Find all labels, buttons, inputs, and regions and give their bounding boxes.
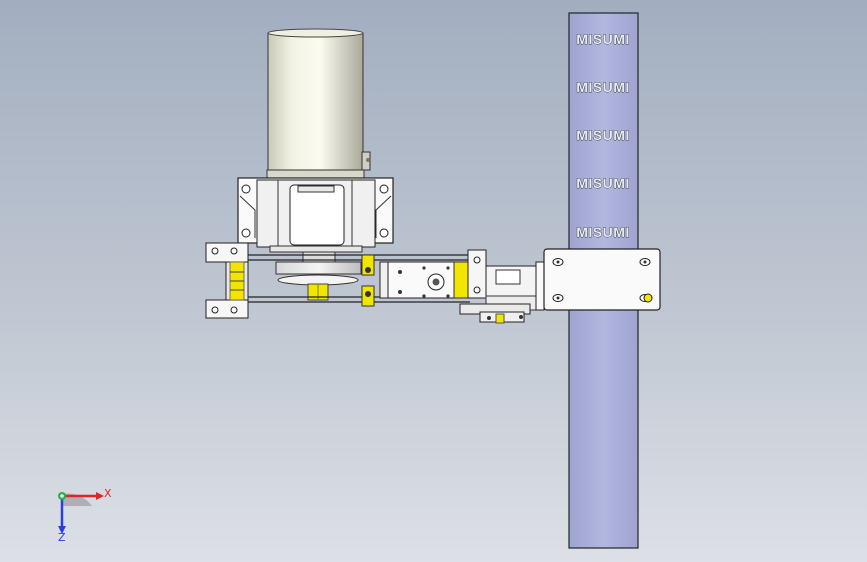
coordinate-axes-icon[interactable]: X Y Z <box>50 484 120 544</box>
rail-label: MISUMI <box>576 127 630 144</box>
carriage-plate <box>543 248 661 311</box>
gearhead-mount <box>237 177 394 253</box>
gripper-block <box>387 249 545 324</box>
arm-rods <box>248 254 470 307</box>
z-axis-label: Z <box>58 531 66 544</box>
x-axis-label: X <box>104 487 112 500</box>
output-hub <box>275 251 362 301</box>
rail-label: MISUMI <box>576 79 630 96</box>
rail-label: MISUMI <box>576 31 630 48</box>
rail-label: MISUMI <box>576 224 630 241</box>
frame-left <box>205 242 249 319</box>
motor <box>266 28 371 179</box>
rail-label: MISUMI <box>576 175 630 192</box>
